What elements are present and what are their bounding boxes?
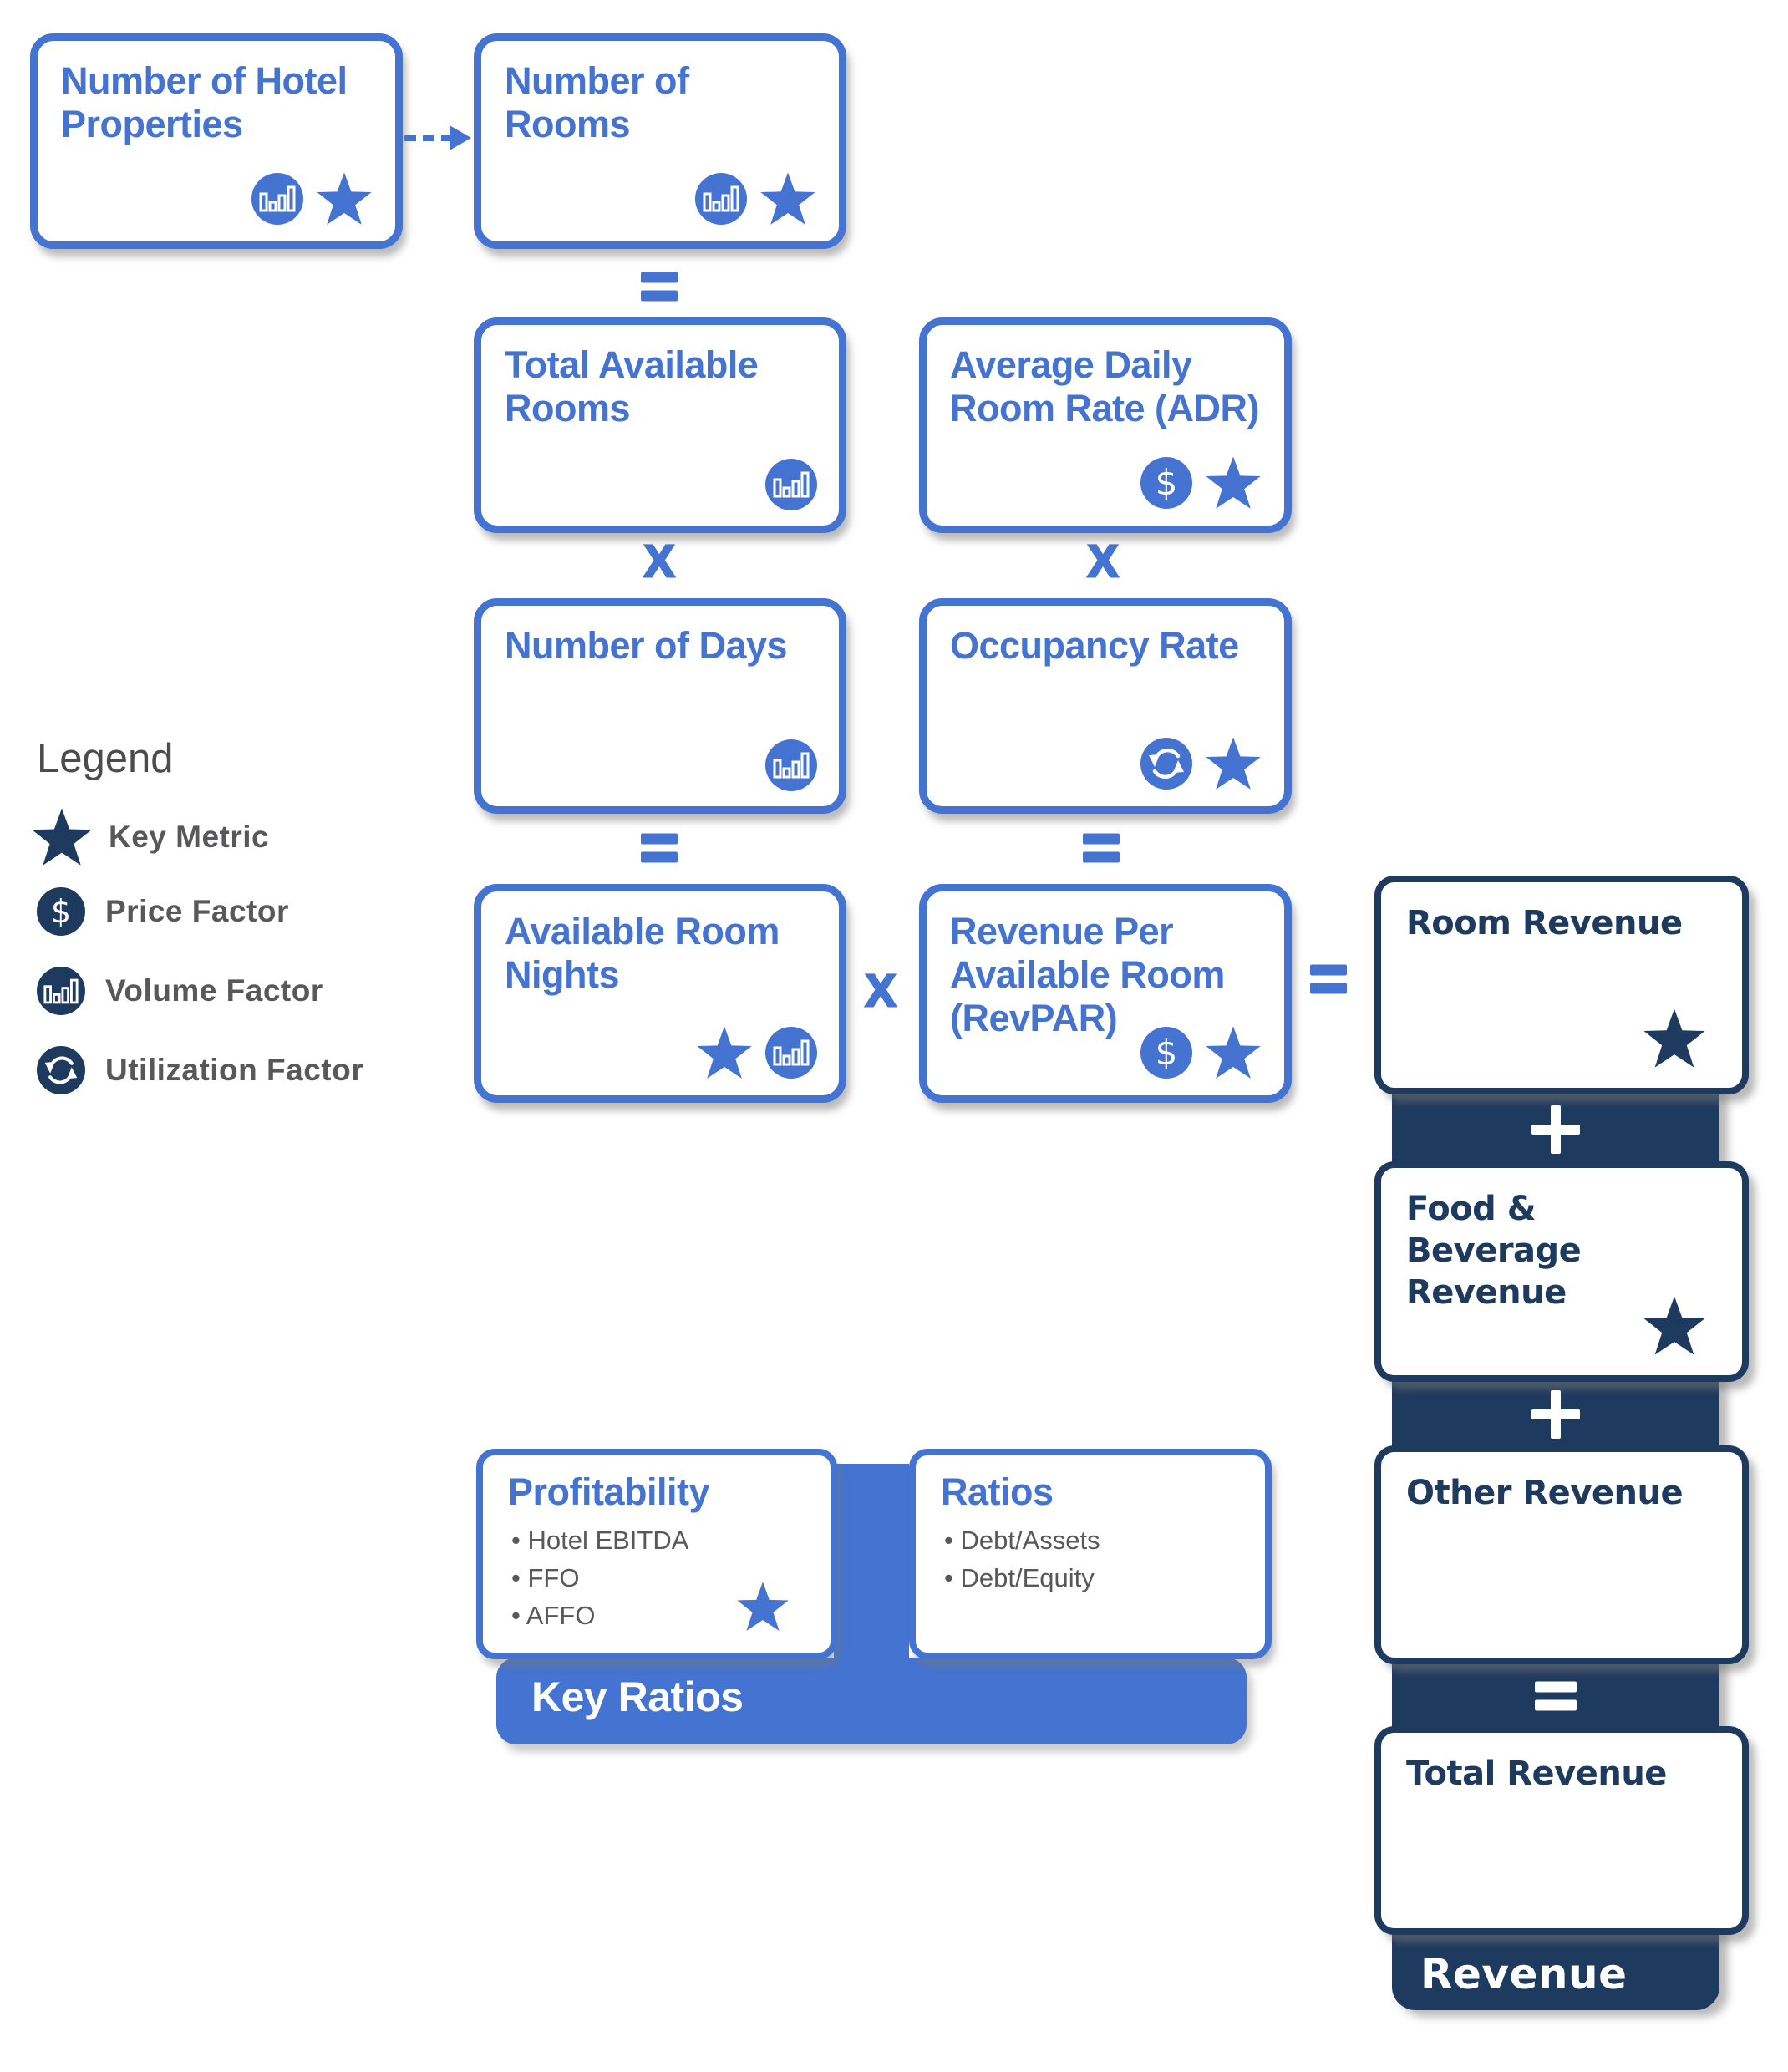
equals-operator-icon [1310,964,1347,994]
box-number-of-rooms: Number of Rooms [474,33,846,249]
bar-chart-icon [765,739,817,791]
bar-chart-icon [765,1027,817,1079]
revenue-band-label: Revenue [1420,1950,1628,1998]
bullet-list: Hotel EBITDA FFO AFFO [511,1522,831,1635]
box-other-revenue: Other Revenue [1374,1445,1749,1664]
box-revpar: Revenue Per Available Room (RevPAR) $ [919,884,1292,1103]
legend-title: Legend [37,736,174,781]
box-title: Number of Days [505,624,788,667]
cycle-icon [1140,738,1192,790]
legend-item-key-metric: Key Metric [30,807,269,867]
star-icon [317,172,372,225]
box-available-room-nights: Available Room Nights [474,884,846,1103]
key-ratios-label: Key Ratios [531,1673,744,1720]
legend-item-utilization-factor: Utilization Factor [37,1046,363,1094]
dollar-icon: $ [1140,1027,1192,1079]
box-room-revenue: Room Revenue [1374,876,1749,1094]
box-title: Occupancy Rate [950,624,1239,667]
legend-item-price-factor: $ Price Factor [37,887,289,936]
box-food-beverage-revenue: Food & Beverage Revenue [1374,1161,1749,1382]
legend-item-label: Volume Factor [105,973,323,1008]
multiply-operator: X [864,965,897,1018]
box-title: Number of Hotel Properties [61,59,348,146]
bullet-item: FFO [511,1560,831,1597]
box-number-of-days: Number of Days [474,598,846,814]
arrowhead-icon [450,125,471,150]
box-average-daily-room-rate: Average Daily Room Rate (ADR) $ [919,317,1292,533]
box-title: Total Revenue [1406,1755,1667,1793]
bullet-item: Hotel EBITDA [511,1522,831,1560]
multiply-operator: X [643,536,675,588]
box-title: Average Daily Room Rate (ADR) [950,343,1260,430]
box-title: Ratios [941,1470,1054,1513]
dashed-connector-line [404,135,453,141]
star-icon [760,172,815,225]
equals-operator-icon [641,833,678,863]
box-title: Other Revenue [1406,1474,1684,1512]
star-icon [32,808,92,866]
plus-operator-icon [1531,1105,1580,1154]
box-title: Total Available Rooms [505,343,759,430]
legend-item-label: Price Factor [105,894,289,928]
legend-item-label: Utilization Factor [105,1053,364,1087]
bullet-item: Debt/Assets [944,1522,1265,1560]
star-icon [737,1582,789,1632]
star-icon [1643,1008,1705,1068]
key-ratios-band [496,1658,1247,1744]
star-icon [697,1026,752,1079]
bar-chart-icon [37,967,85,1015]
bar-chart-icon [765,459,817,510]
box-ratios: Ratios Debt/Assets Debt/Equity [909,1449,1272,1659]
box-number-of-hotel-properties: Number of Hotel Properties [30,33,403,249]
box-total-revenue: Total Revenue [1374,1726,1749,1935]
bar-chart-icon [695,173,747,225]
equals-operator-icon [641,272,678,302]
star-icon [1206,1026,1261,1079]
multiply-operator: X [1086,536,1119,588]
box-title: Food & Beverage Revenue [1406,1190,1582,1312]
equals-operator-icon [1535,1681,1577,1711]
star-icon [1206,737,1261,790]
star-icon [1206,456,1261,509]
box-occupancy-rate: Occupancy Rate [919,598,1292,814]
bullet-list: Debt/Assets Debt/Equity [944,1522,1265,1597]
star-icon [1643,1296,1705,1355]
box-title: Room Revenue [1406,904,1683,942]
legend-item-volume-factor: Volume Factor [37,967,323,1015]
plus-operator-icon [1531,1390,1580,1439]
box-profitability: Profitability Hotel EBITDA FFO AFFO [476,1449,837,1659]
box-title: Profitability [508,1470,710,1513]
legend-item-label: Key Metric [109,820,270,854]
box-title: Number of Rooms [505,59,689,146]
dollar-icon: $ [1140,457,1192,509]
equals-operator-icon [1083,833,1120,863]
bullet-item: Debt/Equity [944,1560,1265,1597]
bullet-item: AFFO [511,1597,831,1635]
bar-chart-icon [251,173,303,225]
box-title: Available Room Nights [505,910,780,997]
cycle-icon [37,1046,85,1094]
box-total-available-rooms: Total Available Rooms [474,317,846,533]
box-title: Revenue Per Available Room (RevPAR) [950,910,1225,1040]
dollar-icon: $ [37,887,85,936]
